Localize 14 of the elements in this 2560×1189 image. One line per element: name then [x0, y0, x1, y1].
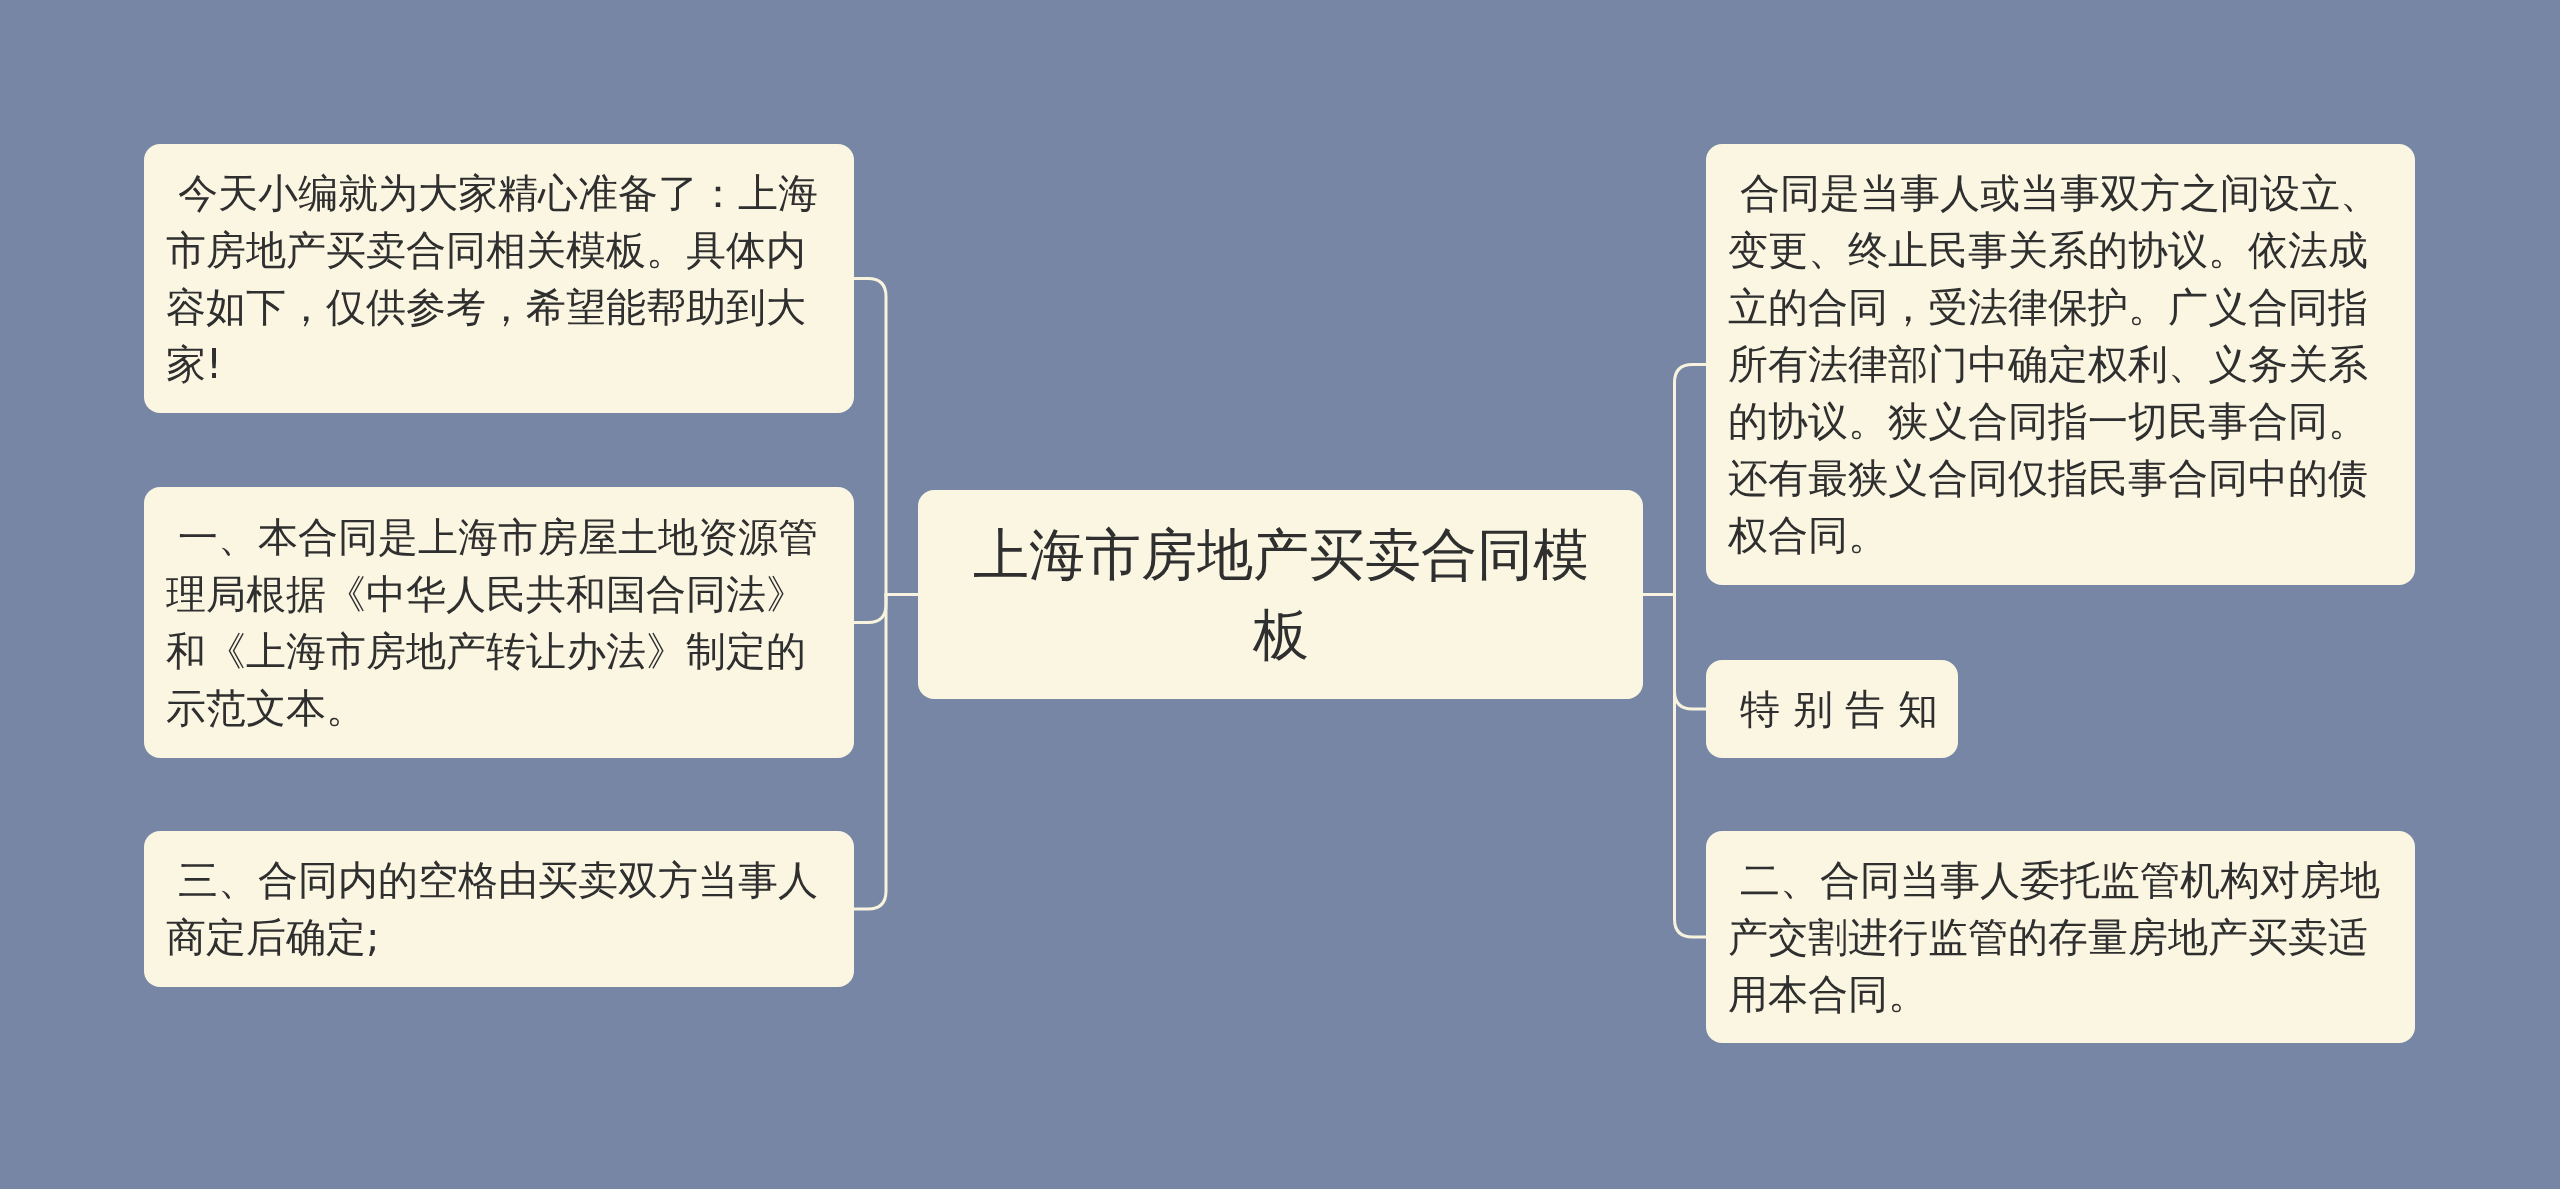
subtopic-card	[144, 831, 854, 987]
central-topic-card	[918, 490, 1643, 699]
subtopic-card	[144, 144, 854, 413]
topic-text: 合同是当事人或当事双方之间设立、变更、终止民事关系的协议。依法成立的合同，受法律保护。广义合同指所有法律部门中确定权利、义务关系的协议。狭义合同指一切民事合同。还有最狭义合同仅指民事合同中的债权合同。	[1728, 169, 2381, 560]
topic-title: 上海市房地产买卖合同模板	[971, 520, 1590, 669]
topic-text: 三、合同内的空格由买卖双方当事人商定后确定;	[166, 856, 819, 962]
topic-text: 一、本合同是上海市房屋土地资源管理局根据《中华人民共和国合同法》和《上海市房地产转让办法》制定的示范文本。	[166, 512, 819, 733]
subtopic-card	[1706, 144, 2415, 585]
topic-text: 今天小编就为大家精心准备了：上海市房地产买卖合同相关模板。具体内容如下，仅供参考，希望能帮助到大家!	[166, 168, 819, 389]
topic-text: 特 别 告 知	[1739, 684, 1939, 734]
topic-text: 二、合同当事人委托监管机构对房地产交割进行监管的存量房地产买卖适用本合同。	[1728, 855, 2381, 1019]
subtopic-card	[1706, 831, 2415, 1043]
subtopic-card	[1706, 660, 1959, 758]
subtopic-card	[144, 487, 854, 758]
